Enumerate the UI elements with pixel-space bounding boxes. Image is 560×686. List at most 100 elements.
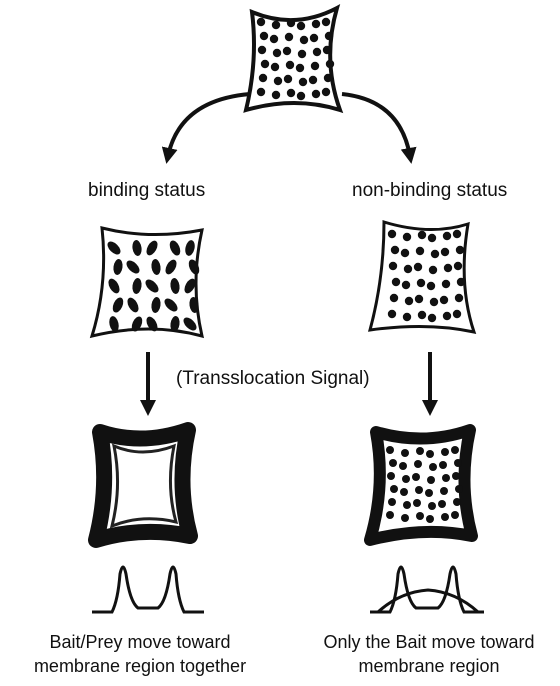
particle-dot [261,60,269,68]
particle-dot [426,450,434,458]
particle-dot [271,63,279,71]
particle-dot [388,310,396,318]
particle-dot [323,46,331,54]
particle-dot [300,36,308,44]
particle-dot [431,250,439,258]
particle-dot [442,474,450,482]
particle-dot [440,296,448,304]
particle-dot [416,512,424,520]
particle-dot [401,249,409,257]
particle-dot [386,446,394,454]
bait-only-caption-line-1: Only the Bait move toward [298,630,560,654]
particle-dot [312,90,320,98]
particle-dot [311,62,319,70]
particle-dot [270,35,278,43]
bait-only-caption-line-2: membrane region [298,654,560,678]
particle-dot [428,234,436,242]
binding-status-label: binding status [88,180,205,202]
branch-arrow-right [342,94,410,156]
bait-prey-membrane-cell [96,430,190,540]
particle-dot [403,233,411,241]
particle-dot [443,232,451,240]
particle-dot [299,78,307,86]
particle-dot [405,297,413,305]
particle-dot [452,472,460,480]
particle-dot [297,92,305,100]
particle-dot [283,47,291,55]
particle-dot [439,461,447,469]
particle-dot [438,500,446,508]
particle-dot [257,18,265,26]
particle-dot [389,459,397,467]
particle-dot [441,448,449,456]
particle-dot [429,266,437,274]
particle-dot [260,32,268,40]
translocation-signal-label: (Transslocation Signal) [176,368,370,390]
particle-dot [389,262,397,270]
profile-left-curve [92,567,204,612]
particle-dot [272,21,280,29]
particle-dot [415,486,423,494]
particle-dot [259,74,267,82]
particle-dot [390,294,398,302]
particle-dot [325,32,333,40]
particle-dot [454,262,462,270]
particle-dot [403,313,411,321]
particle-dot [403,501,411,509]
bait-prey-caption: Bait/Prey move toward membrane region to… [2,630,278,678]
particle-dot [326,60,334,68]
particle-dot [401,449,409,457]
particle-dot [418,311,426,319]
particle-dot [453,230,461,238]
non-binding-status-label: non-binding status [352,180,507,202]
particle-dot [428,502,436,510]
particle-dot [388,498,396,506]
particle-dot [453,310,461,318]
particle-dot [417,279,425,287]
particle-dot [285,33,293,41]
particle-dot [414,460,422,468]
particle-dot [387,472,395,480]
nonbinding-cell [370,222,474,332]
particle-dot [455,485,463,493]
particle-dot [273,49,281,57]
particle-dot [453,498,461,506]
bait-prey-caption-line-2: membrane region together [2,654,278,678]
particle-dot [258,46,266,54]
particle-dot [257,88,265,96]
particle-dot [444,264,452,272]
particle-dot [284,75,292,83]
particle-dot [428,314,436,322]
bait-prey-caption-line-1: Bait/Prey move toward [2,630,278,654]
particle-dot [441,248,449,256]
particle-dot [457,278,465,286]
particle-dot [442,280,450,288]
bait-only-caption: Only the Bait move toward membrane regio… [298,630,560,678]
particle-dot [399,462,407,470]
particle-dot [443,312,451,320]
particle-dot [427,282,435,290]
particle-dot [322,18,330,26]
particle-dot [322,88,330,96]
particle-dot [415,295,423,303]
particle-dot [400,488,408,496]
particle-dot [310,34,318,42]
particle-dot [412,473,420,481]
particle-dot [451,446,459,454]
branch-arrow-left [168,94,250,156]
particle-dot [402,281,410,289]
particle-dot [456,246,464,254]
particle-dot [391,246,399,254]
particle-dot [324,74,332,82]
particle-dot [287,89,295,97]
particle-dot [416,447,424,455]
particle-dot [390,485,398,493]
particle-dot [413,499,421,507]
particle-dot [425,489,433,497]
particle-dot [441,513,449,521]
particle-dot [429,463,437,471]
particle-dot [312,20,320,28]
particle-dot [454,459,462,467]
particle-dot [286,61,294,69]
